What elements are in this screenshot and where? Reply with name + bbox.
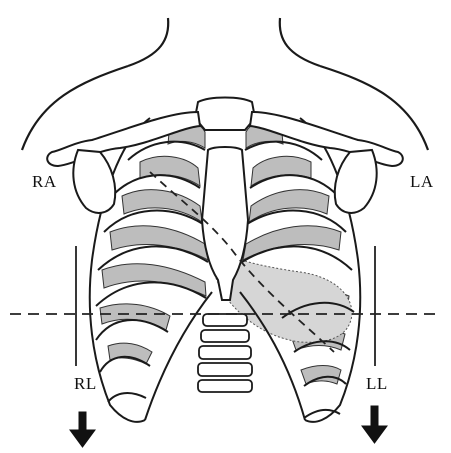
label-la: LA — [410, 173, 434, 190]
arrow-down-icon — [362, 406, 387, 443]
neck-right — [280, 18, 320, 66]
label-rl: RL — [74, 375, 97, 392]
label-ll: LL — [366, 375, 388, 392]
manubrium — [195, 98, 255, 131]
spine-segments — [198, 314, 252, 392]
ribs-right-shading — [100, 120, 208, 364]
arrow-down-icon — [70, 412, 95, 447]
neck-left — [128, 18, 168, 66]
label-ra: RA — [32, 173, 57, 190]
ribs-left-shading — [243, 120, 349, 384]
scapula-right — [73, 150, 115, 213]
scapula-left — [335, 150, 377, 213]
